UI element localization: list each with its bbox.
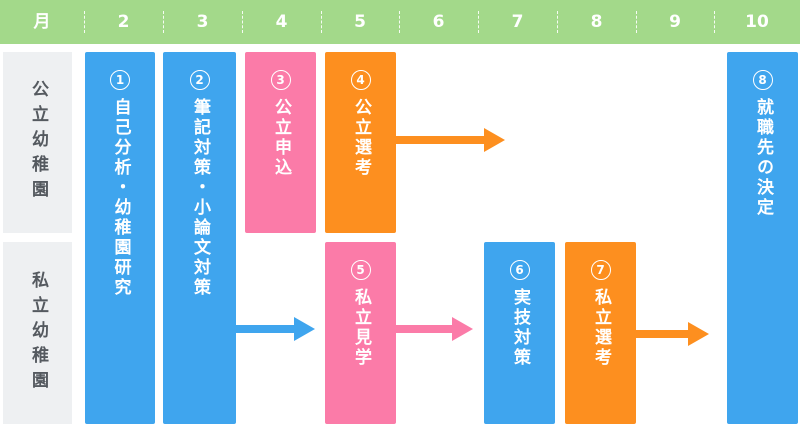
step-label: 自己分析・幼稚園研究	[110, 98, 131, 298]
step-1-self-analysis: 1 自己分析・幼稚園研究	[85, 52, 155, 424]
month-6: 6	[432, 12, 445, 32]
step-number-badge: 1	[110, 70, 130, 90]
step-number-badge: 4	[350, 70, 371, 90]
header-divider	[163, 11, 164, 33]
header-divider	[714, 11, 715, 33]
header-divider	[636, 11, 637, 33]
step-label: 公立選考	[351, 98, 371, 178]
step-6-skill-practice: 6 実技対策	[484, 242, 555, 424]
month-10: 10	[745, 12, 769, 32]
step-2-written-test-prep: 2 筆記対策・小論文対策	[163, 52, 236, 424]
row-label-private-text: 私立幼稚園	[28, 270, 48, 396]
header-divider	[478, 11, 479, 33]
step-7-private-selection: 7 私立選考	[565, 242, 636, 424]
step-label: 公立申込	[271, 98, 291, 178]
step-3-public-application: 3 公立申込	[245, 52, 316, 233]
step-number-badge: 7	[590, 260, 611, 280]
step-label: 筆記対策・小論文対策	[190, 98, 210, 298]
month-2: 2	[117, 12, 130, 32]
header-divider	[557, 11, 558, 33]
step-8-job-decision: 8 就職先の決定	[727, 52, 798, 424]
month-3: 3	[196, 12, 209, 32]
step-number-badge: 3	[270, 70, 291, 90]
step-label: 私立見学	[351, 288, 371, 368]
step-number-badge: 2	[189, 70, 210, 90]
step-4-public-selection: 4 公立選考	[325, 52, 396, 233]
header-divider	[321, 11, 322, 33]
step-number-badge: 6	[509, 260, 530, 280]
row-label-public-text: 公立幼稚園	[28, 80, 48, 205]
row-label-private: 私立幼稚園	[3, 242, 72, 424]
arrow-to-decision	[636, 322, 709, 346]
header-divider	[84, 11, 85, 33]
row-label-public: 公立幼稚園	[3, 52, 72, 233]
month-7: 7	[511, 12, 524, 32]
month-5: 5	[354, 12, 366, 32]
step-number-badge: 5	[350, 260, 371, 280]
step-5-private-visit: 5 私立見学	[325, 242, 396, 424]
arrow-to-skill-practice	[396, 317, 473, 341]
step-label: 実技対策	[510, 288, 530, 368]
arrow-public-selection	[394, 128, 505, 152]
month-9: 9	[669, 12, 681, 32]
step-label: 私立選考	[591, 288, 611, 368]
header-divider	[399, 11, 400, 33]
header-divider	[242, 11, 243, 33]
step-number-badge: 8	[752, 70, 773, 90]
month-header: 月 2 3 4 5 6 7 8 9 10	[0, 0, 800, 44]
month-8: 8	[590, 12, 603, 32]
month-header-label: 月	[33, 12, 51, 32]
step-label: 就職先の決定	[753, 98, 773, 218]
arrow-to-private-visit	[236, 317, 315, 341]
month-4: 4	[275, 12, 288, 32]
